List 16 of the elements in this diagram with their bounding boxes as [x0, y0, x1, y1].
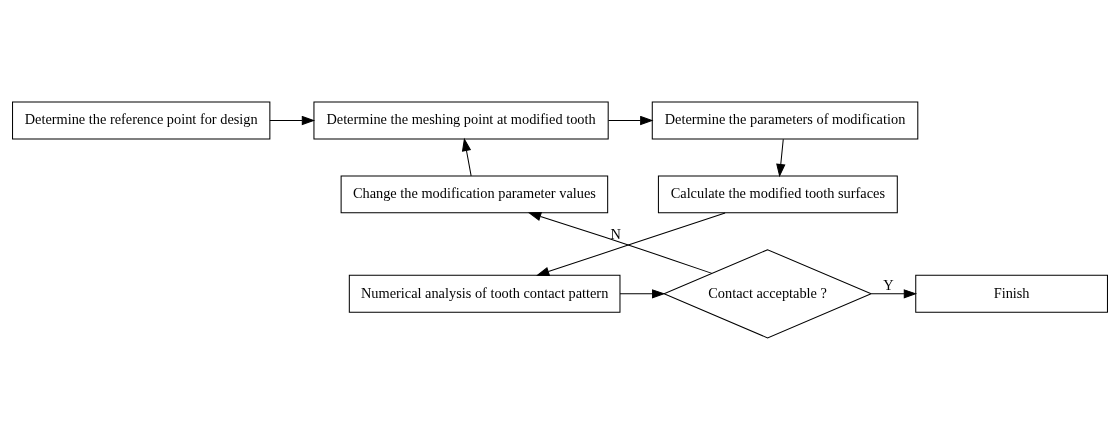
edge-label: N: [610, 225, 621, 242]
node-box: Finish: [915, 274, 1108, 313]
arrow: [619, 289, 666, 299]
node-box: Calculate the modified tooth surfaces: [657, 175, 898, 214]
arrow: [607, 115, 654, 126]
arrow: [776, 138, 786, 178]
node-box: Change the modification parameter values: [340, 175, 609, 214]
node-box: Determine the reference point for design: [12, 101, 271, 140]
node-box: Determine the parameters of modification: [651, 101, 919, 140]
node-box: Numerical analysis of tooth contact pattern: [348, 274, 621, 313]
node-box: Determine the meshing point at modified tooth: [313, 101, 609, 140]
edge-label: Y: [883, 276, 894, 293]
arrow: [871, 289, 918, 299]
arrow: [269, 115, 316, 126]
arrow: [461, 137, 472, 177]
node-diamond: Contact acceptable ?: [662, 249, 873, 339]
